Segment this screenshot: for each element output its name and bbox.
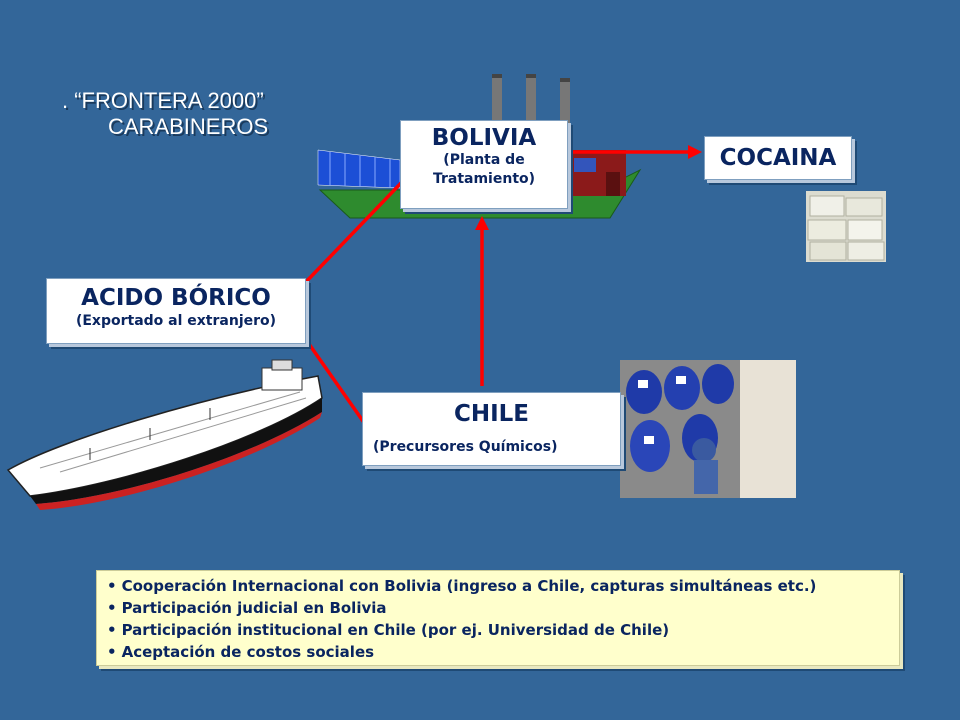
note-item: Participación institucional en Chile (po… [107, 619, 899, 641]
node-cocaina-title: COCAINA [719, 145, 837, 171]
note-item: Aceptación de costos sociales [107, 641, 899, 663]
header-line-1: . “FRONTERA 2000” [62, 88, 264, 113]
node-chile-title: CHILE [453, 401, 530, 427]
notes-box: Cooperación Internacional con Bolivia (i… [96, 570, 900, 666]
arrowhead-right [688, 145, 702, 159]
node-acido-borico: ACIDO BÓRICO (Exportado al extranjero) [46, 278, 306, 344]
node-acido-sub: (Exportado al extranjero) [75, 313, 277, 329]
note-item: Cooperación Internacional con Bolivia (i… [107, 575, 899, 597]
cocaine-bags-photo [806, 191, 886, 262]
node-chile-sub: (Precursores Químicos) [373, 439, 558, 455]
connector-acido-bolivia [300, 180, 404, 288]
node-bolivia-title: BOLIVIA [431, 125, 537, 151]
tanker-ship-illustration [6, 359, 323, 510]
node-acido-title: ACIDO BÓRICO [81, 285, 271, 311]
node-bolivia: BOLIVIA (Planta de Tratamiento) [400, 120, 568, 209]
arrowhead-up [475, 216, 489, 230]
connector-acido-chile [300, 332, 374, 436]
header-line-2: CARABINEROS [108, 114, 269, 139]
chemical-barrels-photo [620, 360, 796, 498]
node-bolivia-sub-2: Tratamiento) [432, 171, 536, 187]
connectors [300, 145, 702, 436]
header-title: . “FRONTERA 2000” CARABINEROS [62, 88, 268, 140]
notes-list: Cooperación Internacional con Bolivia (i… [97, 575, 899, 663]
node-cocaina: COCAINA [704, 136, 852, 180]
node-chile: CHILE (Precursores Químicos) [362, 392, 621, 466]
note-item: Participación judicial en Bolivia [107, 597, 899, 619]
node-bolivia-sub-1: (Planta de [443, 152, 525, 168]
